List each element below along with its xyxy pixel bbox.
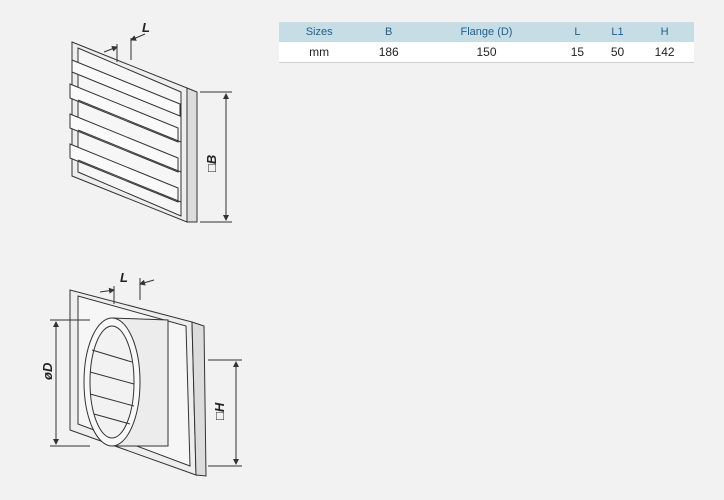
cell-unit: mm	[279, 42, 360, 63]
dim-L-label-top: L	[142, 20, 150, 35]
table-row: mm 186 150 15 50 142	[279, 42, 694, 63]
grille-drawing-top	[69, 33, 232, 223]
header-b: B	[359, 22, 419, 42]
specs-table: Sizes B Flange (D) L L1 H mm 186 150 15 …	[279, 22, 694, 63]
dim-D-label: øD	[40, 362, 55, 380]
specs-header-row: Sizes B Flange (D) L L1 H	[279, 22, 694, 42]
header-sizes: Sizes	[279, 22, 360, 42]
header-h: H	[635, 22, 694, 42]
header-l: L	[554, 22, 600, 42]
header-l1: L1	[599, 22, 636, 42]
dim-L-label-bottom: L	[120, 270, 128, 285]
cell-l1: 50	[599, 42, 636, 63]
header-flange: Flange (D)	[418, 22, 555, 42]
grille-drawing-bottom	[50, 278, 242, 477]
cell-l: 15	[554, 42, 600, 63]
cell-b: 186	[359, 42, 419, 63]
cell-flange: 150	[418, 42, 555, 63]
dim-B-label: □B	[204, 155, 219, 172]
cell-h: 142	[635, 42, 694, 63]
dim-H-label: □H	[212, 402, 227, 420]
